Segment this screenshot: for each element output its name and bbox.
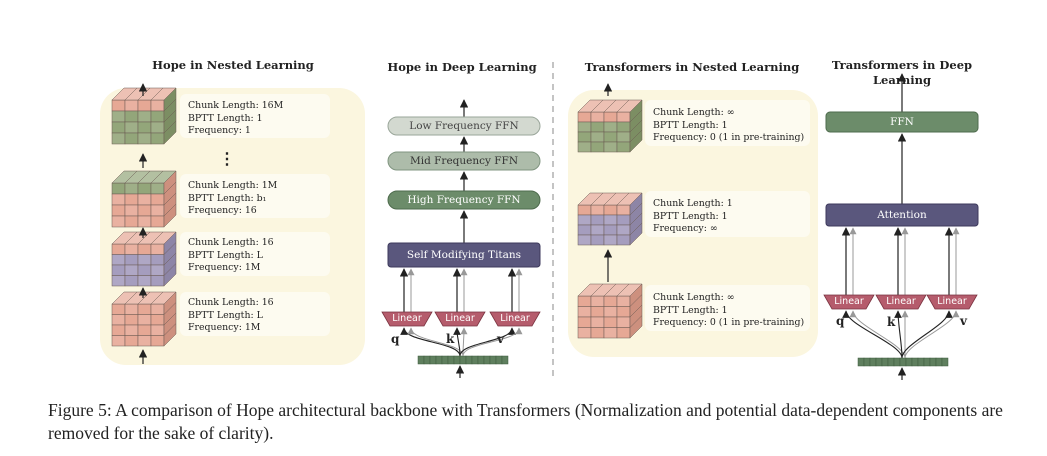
- transformer-token-to-linear-q: [842, 310, 903, 359]
- high-frequency-ffn-block: [387, 190, 541, 210]
- linear-k-block: [434, 311, 486, 327]
- bptt-length-text: BPTT Length: 1: [188, 112, 263, 124]
- transformer-info-box-3: [645, 285, 810, 331]
- self-modifying-titans-label: Self Modifying Titans: [406, 249, 522, 261]
- hope-info-box-3: [180, 232, 330, 276]
- bptt-length-text: BPTT Length: L: [188, 309, 263, 321]
- linear-k-block: [875, 294, 927, 310]
- linear-k-label: Linear: [886, 296, 916, 307]
- chunk-length-text: Chunk Length: ∞: [653, 292, 735, 303]
- hope-level-2-block: [111, 170, 177, 228]
- frequency-text: Frequency: ∞: [653, 223, 718, 234]
- chunk-length-text: Chunk Length: 16: [188, 237, 274, 248]
- k-label: k: [446, 332, 455, 346]
- transformer-level-2-info: Chunk Length: 1 BPTT Length: 1 Frequency…: [653, 198, 733, 236]
- transformer-token-to-linear-k: [894, 310, 903, 359]
- linear-v-block: [489, 311, 541, 327]
- hope-token-to-linear-k-grey: [460, 327, 468, 357]
- bptt-length-text: BPTT Length: b₁: [188, 192, 267, 204]
- linear-q-block: [381, 311, 433, 327]
- hope-level-4-block: [111, 291, 177, 347]
- chunk-length-text: Chunk Length: 16: [188, 297, 274, 308]
- mid-frequency-ffn-block: [387, 151, 541, 171]
- title-hope-deep: Hope in Deep Learning: [387, 60, 537, 74]
- hope-level-3-info: Chunk Length: 16 BPTT Length: L Frequenc…: [188, 237, 274, 275]
- attention-block: [825, 203, 979, 227]
- self-modifying-titans-block: [387, 242, 541, 268]
- transformer-level-1-block: [577, 99, 643, 153]
- hope-token-to-linear-v-grey: [462, 327, 523, 357]
- q-label: q: [836, 314, 845, 328]
- hope-info-box-2: [180, 174, 330, 218]
- hope-level-1-block: [111, 87, 177, 145]
- chunk-length-text: Chunk Length: 1M: [188, 180, 278, 191]
- hope-token-to-linear-q: [400, 327, 461, 357]
- low-frequency-ffn-label: Low Frequency FFN: [409, 120, 519, 132]
- figure-caption: Figure 5: A comparison of Hope architect…: [48, 400, 1003, 443]
- ellipsis: ⋮: [219, 149, 235, 168]
- chunk-length-text: Chunk Length: 16M: [188, 100, 284, 111]
- transformer-info-box-2: [645, 191, 810, 237]
- transformer-token-to-linear-v-grey: [904, 310, 960, 359]
- hope-info-box-1: [180, 94, 330, 138]
- high-frequency-ffn-label: High Frequency FFN: [407, 194, 521, 206]
- hope-level-1-info: Chunk Length: 16M BPTT Length: 1 Frequen…: [188, 100, 283, 138]
- hope-level-4-info: Chunk Length: 16 BPTT Length: L Frequenc…: [188, 297, 274, 335]
- title-transformers-nested: Transformers in Nested Learning: [584, 60, 800, 74]
- chunk-length-text: Chunk Length: ∞: [653, 107, 735, 118]
- hope-level-3-block: [111, 231, 177, 287]
- attention-label: Attention: [877, 209, 927, 221]
- transformer-level-3-block: [577, 283, 643, 339]
- transformer-input-tokens: [857, 357, 949, 367]
- hope-token-to-linear-k: [453, 327, 461, 357]
- transformer-level-1-info: Chunk Length: ∞ BPTT Length: 1 Frequency…: [653, 107, 804, 145]
- transformer-level-2-block: [577, 192, 643, 246]
- low-frequency-ffn-block: [387, 116, 541, 136]
- linear-q-label: Linear: [392, 313, 422, 324]
- transformer-info-box-1: [645, 100, 810, 146]
- v-label: v: [497, 332, 504, 346]
- frequency-text: Frequency: 1: [188, 125, 251, 136]
- chunk-length-text: Chunk Length: 1: [653, 198, 733, 209]
- hope-token-to-linear-v: [459, 327, 516, 357]
- transformer-token-to-linear-v: [901, 310, 953, 359]
- frequency-text: Frequency: 0 (1 in pre-training): [653, 317, 805, 328]
- bptt-length-text: BPTT Length: 1: [653, 304, 728, 316]
- bptt-length-text: BPTT Length: 1: [653, 119, 728, 131]
- q-label: q: [391, 332, 400, 346]
- linear-v-label: Linear: [500, 313, 530, 324]
- hope-info-box-4: [180, 292, 330, 336]
- frequency-text: Frequency: 0 (1 in pre-training): [653, 132, 805, 143]
- mid-frequency-ffn-label: Mid Frequency FFN: [409, 155, 519, 167]
- k-label: k: [887, 315, 896, 329]
- ffn-block: [825, 111, 979, 133]
- bptt-length-text: BPTT Length: L: [188, 249, 263, 261]
- linear-q-label: Linear: [834, 296, 864, 307]
- transformer-level-3-info: Chunk Length: ∞ BPTT Length: 1 Frequency…: [653, 292, 804, 330]
- ffn-label: FFN: [890, 116, 914, 128]
- hope-token-to-linear-q-grey: [407, 327, 464, 357]
- linear-v-label: Linear: [937, 296, 967, 307]
- frequency-text: Frequency: 1M: [188, 262, 261, 273]
- title-hope-nested: Hope in Nested Learning: [152, 58, 314, 72]
- hope-input-tokens: [417, 355, 509, 365]
- hope-level-2-info: Chunk Length: 1M BPTT Length: b₁ Frequen…: [188, 180, 277, 218]
- frequency-text: Frequency: 1M: [188, 322, 261, 333]
- transformer-token-to-linear-q-grey: [849, 310, 906, 359]
- linear-q-block: [823, 294, 875, 310]
- title-transformers-deep: Transformers in Deep Learning: [831, 58, 973, 87]
- v-label: v: [960, 314, 967, 328]
- linear-v-block: [926, 294, 978, 310]
- linear-k-label: Linear: [445, 313, 475, 324]
- frequency-text: Frequency: 16: [188, 205, 257, 216]
- bptt-length-text: BPTT Length: 1: [653, 210, 728, 222]
